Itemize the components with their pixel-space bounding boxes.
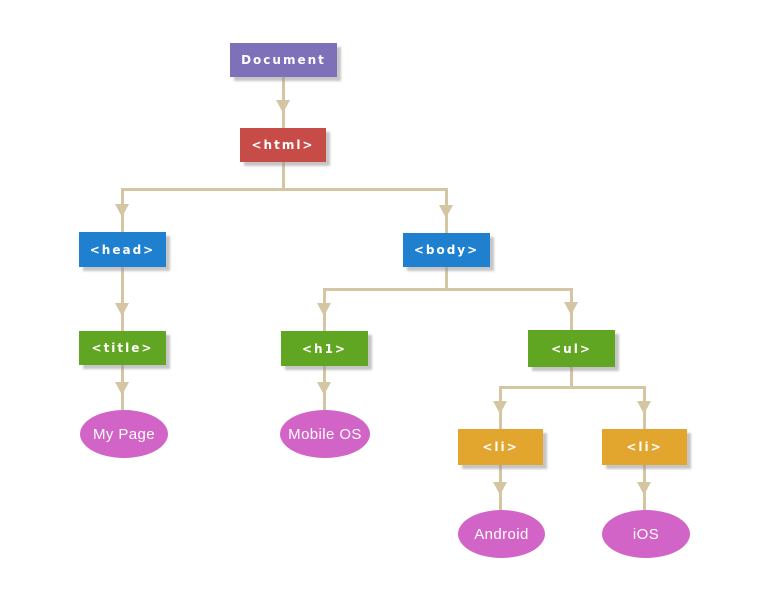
arrowhead-down-icon	[493, 482, 507, 495]
arrowhead-down-icon	[317, 303, 331, 316]
node-li-2: <li>	[602, 429, 687, 465]
connector-head-title	[121, 267, 124, 331]
connector-body-branch	[445, 267, 448, 290]
connector-body-children	[323, 288, 573, 291]
connector-html-children	[121, 188, 448, 191]
connector-ul-branch	[570, 367, 573, 388]
connector-html-branch	[282, 162, 285, 191]
arrowhead-down-icon	[276, 100, 290, 113]
node-h1: <h1>	[281, 331, 368, 366]
node-document: Document	[230, 43, 337, 77]
node-title: <title>	[79, 331, 166, 365]
arrowhead-down-icon	[115, 204, 129, 217]
arrowhead-down-icon	[493, 401, 507, 414]
node-ul: <ul>	[528, 330, 615, 367]
node-head: <head>	[79, 232, 166, 267]
arrowhead-down-icon	[637, 401, 651, 414]
arrowhead-down-icon	[564, 302, 578, 315]
connector-ul-children	[499, 386, 646, 389]
arrowhead-down-icon	[115, 382, 129, 395]
node-android: Android	[458, 510, 545, 558]
node-ios: iOS	[602, 510, 690, 558]
arrowhead-down-icon	[439, 205, 453, 218]
node-my-page: My Page	[80, 410, 168, 458]
arrowhead-down-icon	[115, 303, 129, 316]
node-li-1: <li>	[458, 429, 543, 465]
node-body: <body>	[403, 233, 490, 267]
arrowhead-down-icon	[637, 482, 651, 495]
node-html: <html>	[240, 128, 326, 162]
node-mobile-os: Mobile OS	[280, 410, 370, 458]
arrowhead-down-icon	[317, 382, 331, 395]
